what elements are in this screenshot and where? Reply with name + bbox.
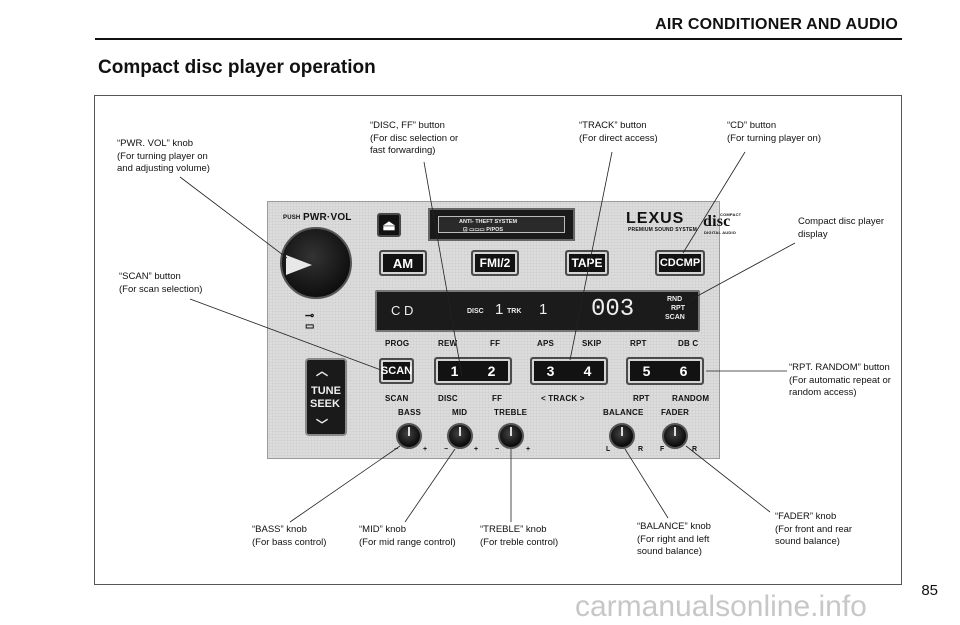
tape-button[interactable]: TAPE: [565, 250, 609, 276]
display-trk-number: 1: [539, 301, 548, 318]
display-disc-label: DISC: [467, 308, 484, 315]
bass-knob[interactable]: [396, 423, 422, 449]
fm-button[interactable]: FMI/2: [471, 250, 519, 276]
watermark-text: carmanualsonline.info: [575, 590, 867, 623]
fader-knob[interactable]: [662, 423, 688, 449]
vol-pointer-icon: [286, 255, 312, 275]
label-ff: FF: [490, 339, 501, 348]
cd-button[interactable]: CDCMP: [655, 250, 705, 276]
label-mid: MID: [452, 408, 468, 417]
callout-rpt-random: “RPT. RANDOM” button (For automatic repe…: [789, 362, 891, 398]
anti-theft-sub: ⊡ ▭▭▭ P/POS: [463, 227, 504, 233]
label-ff-lower: FF: [492, 394, 503, 403]
treble-plus: +: [526, 446, 531, 453]
preset-2: 2: [487, 363, 496, 379]
tune-label: TUNE: [311, 385, 341, 397]
callout-pwr-vol: “PWR. VOL” knob (For turning player on a…: [117, 138, 210, 174]
compact-disc-logo: disc: [703, 213, 731, 230]
label-rpt-lower: RPT: [633, 394, 650, 403]
fader-rear: R: [692, 446, 698, 453]
callout-fader: “FADER” knob (For front and rear sound b…: [775, 511, 853, 547]
callout-track: “TRACK” button (For direct access): [579, 120, 658, 144]
am-button[interactable]: AM: [379, 250, 427, 276]
seek-label: SEEK: [310, 398, 340, 410]
label-dbc: DB C: [678, 339, 699, 348]
fader-front: F: [660, 446, 665, 453]
label-prog: PROG: [385, 339, 410, 348]
preset-6: 6: [679, 363, 688, 379]
bass-minus: −: [394, 446, 399, 453]
label-disc: DISC: [438, 394, 458, 403]
pwr-vol-label: PWR·VOL: [303, 212, 352, 223]
mid-plus: +: [474, 446, 479, 453]
display-rpt: RPT: [671, 305, 685, 312]
callout-display: Compact disc player display: [798, 216, 885, 240]
eject-button[interactable]: ⏏: [377, 213, 401, 237]
balance-right: R: [638, 446, 644, 453]
label-balance: BALANCE: [603, 408, 644, 417]
callout-balance: “BALANCE” knob (For right and left sound…: [637, 521, 711, 557]
treble-knob[interactable]: [498, 423, 524, 449]
push-label: PUSH: [283, 215, 301, 221]
callout-bass: “BASS” knob (For bass control): [252, 524, 327, 548]
header-rule: [95, 38, 902, 40]
cd-display: C D DISC 1 TRK 1 003 RND RPT SCAN: [375, 290, 700, 332]
down-chevron-icon: ﹀: [316, 418, 329, 432]
section-title: AIR CONDITIONER AND AUDIO: [655, 16, 898, 33]
label-track: < TRACK >: [541, 394, 585, 403]
tune-seek-button[interactable]: ︿ TUNE SEEK ﹀: [305, 358, 347, 436]
label-random: RANDOM: [672, 394, 710, 403]
display-scan: SCAN: [665, 314, 685, 321]
label-treble: TREBLE: [494, 408, 528, 417]
display-rnd: RND: [667, 296, 683, 303]
label-aps: APS: [537, 339, 555, 348]
label-fader: FADER: [661, 408, 690, 417]
figure-frame: [94, 95, 902, 585]
page-number: 85: [921, 582, 938, 599]
label-bass: BASS: [398, 408, 422, 417]
slot-icon: ▭: [305, 321, 315, 332]
display-time: 003: [591, 296, 635, 323]
balance-knob[interactable]: [609, 423, 635, 449]
callout-treble: “TREBLE” knob (For treble control): [480, 524, 559, 548]
mid-knob[interactable]: [447, 423, 473, 449]
label-rew: REW: [438, 339, 458, 348]
callout-scan: “SCAN” button (For scan selection): [119, 271, 203, 295]
bass-plus: +: [423, 446, 428, 453]
lexus-logo: LEXUS: [626, 210, 685, 227]
anti-theft-window: ANTI- THEFT SYSTEM ⊡ ▭▭▭ P/POS: [428, 208, 575, 241]
callout-mid: “MID” knob (For mid range control): [359, 524, 456, 548]
eject-icon: ⏏: [382, 216, 396, 233]
display-disc-number: 1: [495, 301, 504, 318]
preset-1: 1: [450, 363, 459, 379]
balance-left: L: [606, 446, 611, 453]
pwr-vol-knob[interactable]: [280, 227, 352, 299]
display-trk-label: TRK: [507, 308, 522, 315]
treble-minus: −: [495, 446, 500, 453]
preset-5: 5: [642, 363, 651, 379]
preset-3: 3: [546, 363, 555, 379]
page-title: Compact disc player operation: [98, 57, 376, 78]
disc-logo-bottom: DIGITAL AUDIO: [704, 230, 737, 235]
scan-button[interactable]: SCAN: [379, 358, 414, 384]
label-skip: SKIP: [582, 339, 602, 348]
label-scan-lower: SCAN: [385, 394, 409, 403]
preset-4: 4: [583, 363, 592, 379]
premium-sound-label: PREMIUM SOUND SYSTEM: [628, 227, 698, 233]
label-rpt-upper: RPT: [630, 339, 647, 348]
display-mode: C D: [391, 303, 414, 318]
mid-minus: −: [444, 446, 449, 453]
callout-disc-ff: “DISC, FF” button (For disc selection or…: [370, 120, 459, 156]
callout-cd: “CD” button (For turning player on): [727, 120, 821, 144]
anti-theft-label: ANTI- THEFT SYSTEM: [459, 219, 518, 225]
up-chevron-icon: ︿: [316, 364, 329, 378]
